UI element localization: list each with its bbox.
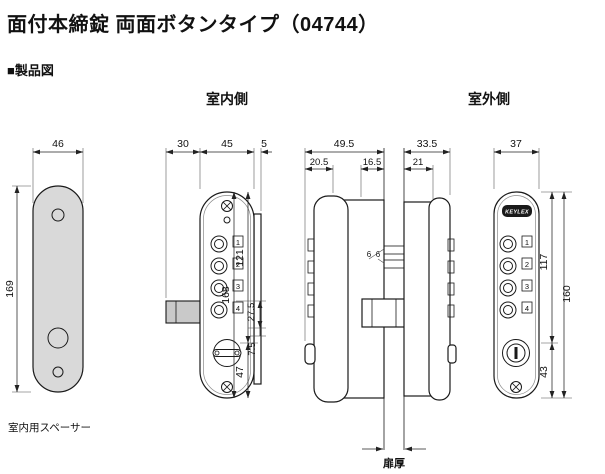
dim-outdoor-height-total: 160 <box>561 285 573 303</box>
outdoor-key-2: 2 <box>525 260 529 269</box>
dim-indoor-lip: 5 <box>261 138 267 150</box>
dim-clearance-a: 6 <box>367 250 372 259</box>
door-thickness-label: 扉厚 <box>383 456 405 470</box>
through-spindle <box>361 298 409 328</box>
side-dimensions: 49.5 20.5 16.5 33.5 21 6 6 扉厚 <box>304 138 451 470</box>
brand-logo-text: KEYLEX <box>505 210 529 216</box>
outdoor-body-profile <box>428 197 451 401</box>
dim-outdoor-height-lower: 43 <box>538 366 550 378</box>
indoor-key-3: 3 <box>236 282 240 291</box>
deadbolt <box>165 300 201 324</box>
dim-indoor-height-total: 168 <box>220 286 232 304</box>
strike-plate-b <box>383 259 405 269</box>
page-title: 面付本締錠 両面ボタンタイプ（04744） <box>7 14 379 36</box>
outdoor-front-view: KEYLEX 1 2 3 4 <box>493 138 573 399</box>
strike-plate-a <box>383 245 405 255</box>
dim-outdoor-width: 37 <box>510 138 522 150</box>
outdoor-key-4: 4 <box>525 304 529 313</box>
indoor-key-4: 4 <box>236 304 240 313</box>
key-cylinder <box>502 339 530 367</box>
screw-bottom-outdoor-icon <box>510 381 522 393</box>
dim-indoor-height-lower: 47 <box>234 366 246 378</box>
dim-bolt-throw: 30 <box>177 138 189 150</box>
outdoor-body <box>493 191 540 399</box>
section-heading: ■製品図 <box>7 63 54 78</box>
outdoor-side-label: 室外側 <box>468 91 510 107</box>
indoor-key-1: 1 <box>236 238 240 247</box>
cylinder-profile <box>447 344 457 364</box>
indoor-button-profiles <box>307 238 315 318</box>
keyway-icon <box>514 347 518 359</box>
dim-indoor-case-depth: 16.5 <box>363 157 382 168</box>
dim-outdoor-height-upper: 117 <box>538 253 550 270</box>
dim-indoor-body-depth: 20.5 <box>310 157 329 168</box>
outdoor-dimensions: 37 117 43 160 <box>493 138 573 399</box>
spacer-dimensions: 46 169 <box>4 138 84 393</box>
indoor-body-profile <box>313 195 349 403</box>
dim-spacer-width: 46 <box>52 138 64 150</box>
dim-bolt-offset: 27.5 <box>246 303 257 322</box>
outdoor-key-3: 3 <box>525 282 529 291</box>
indoor-key-2: 2 <box>236 260 240 269</box>
outdoor-button-profiles <box>447 238 455 318</box>
indoor-body <box>199 191 255 399</box>
dim-clearance-b: 6 <box>376 250 381 259</box>
dim-spacer-height: 169 <box>4 280 16 298</box>
outdoor-keypad: 1 2 3 4 <box>499 235 533 319</box>
indoor-dimensions: 30 45 5 168 121 47 27.5 7.5 <box>165 138 272 399</box>
dim-indoor-depth: 49.5 <box>334 138 355 150</box>
screw-bottom-icon <box>221 381 233 393</box>
dim-outdoor-depth: 33.5 <box>417 138 438 150</box>
spacer-view: 46 169 室内用スペーサー <box>4 138 91 434</box>
spacer-caption: 室内用スペーサー <box>8 421 91 434</box>
indoor-side-label: 室内側 <box>206 91 248 107</box>
side-lip <box>253 213 262 385</box>
dim-indoor-width: 45 <box>221 138 233 150</box>
outdoor-key-1: 1 <box>525 238 529 247</box>
dim-bolt-half: 7.5 <box>247 342 258 355</box>
reset-hole <box>223 216 231 224</box>
dim-outdoor-case-depth: 21 <box>413 157 424 168</box>
indoor-front-view: 1 2 3 4 <box>165 138 272 399</box>
dim-indoor-height-upper: 121 <box>234 249 246 267</box>
brand-logo: KEYLEX <box>502 205 532 217</box>
thumbturn-profile <box>304 343 316 365</box>
side-view: 49.5 20.5 16.5 33.5 21 6 6 扉厚 <box>304 138 457 470</box>
outdoor-case-profile <box>403 201 434 397</box>
